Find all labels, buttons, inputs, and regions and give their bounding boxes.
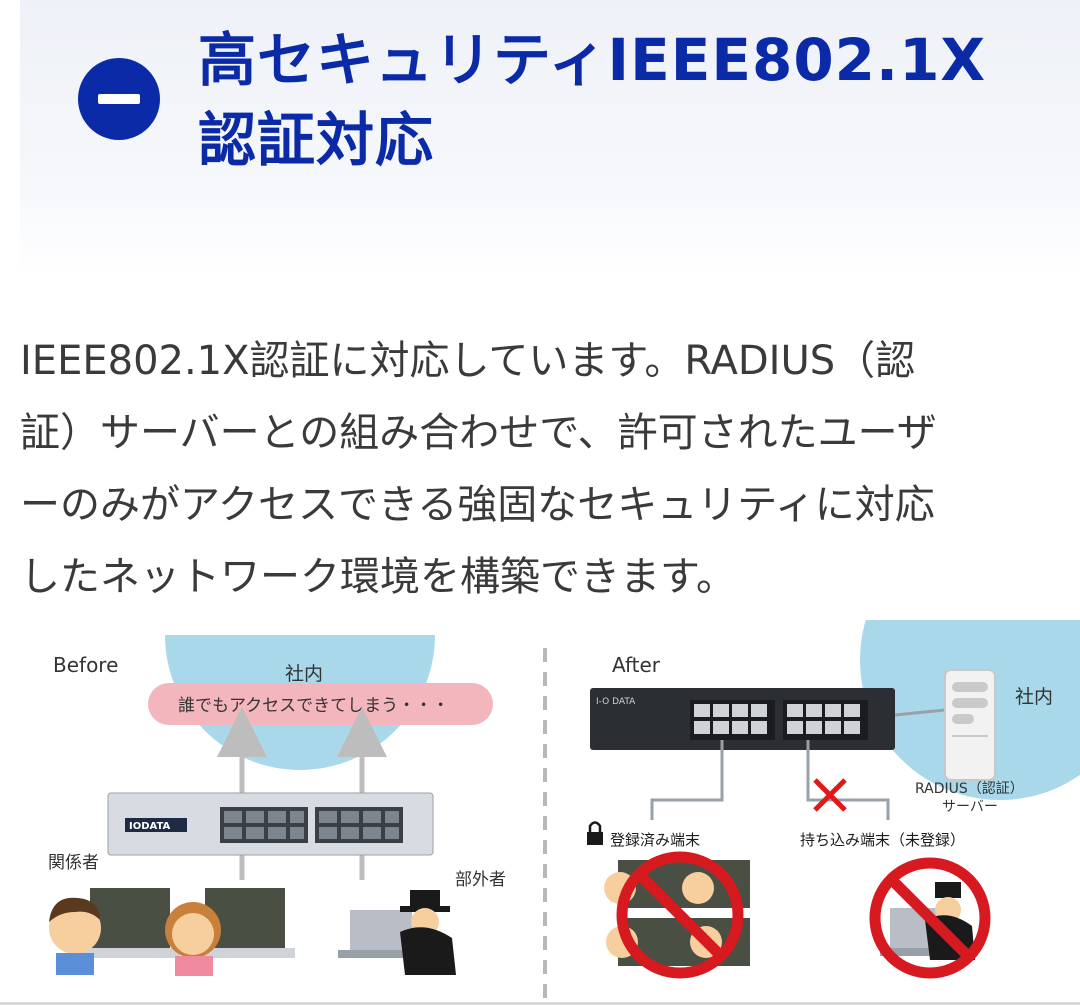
prohibited-icon — [616, 851, 744, 979]
insider-label: 関係者 — [48, 853, 99, 873]
divider — [0, 1002, 1080, 1005]
before-after-diagram: Before 社内 誰でもアクセスできてしまう・・・ IODATA — [0, 620, 1080, 1005]
warning-text: 誰でもアクセスできてしまう・・・ — [178, 696, 449, 716]
switch-brand: IODATA — [129, 821, 171, 832]
section-title-line2: 認証対応 — [198, 106, 435, 174]
insider-person-icon — [165, 888, 295, 976]
outsider-person-icon — [338, 890, 456, 975]
before-zone-label: 社内 — [285, 663, 323, 685]
prohibited-icon — [869, 857, 991, 979]
blocked-x-icon — [813, 778, 847, 812]
lock-icon — [587, 821, 603, 845]
network-switch: IODATA — [107, 792, 434, 856]
section-title: 高セキュリティIEEE802.1X 認証対応 — [198, 20, 1058, 180]
network-cable — [806, 740, 890, 820]
before-panel: Before 社内 誰でもアクセスできてしまう・・・ IODATA — [48, 635, 506, 976]
minus-circle-icon[interactable] — [78, 58, 160, 140]
description-paragraph: IEEE802.1X認証に対応しています。RADIUS（認 証）サーバーとの組み… — [20, 325, 1065, 613]
description-line: 証）サーバーとの組み合わせで、許可されたユーザ — [20, 410, 937, 456]
after-panel: After I-O DATA — [587, 620, 1080, 979]
before-label: Before — [53, 653, 118, 677]
section-header[interactable] — [20, 0, 1080, 275]
radius-server-icon — [944, 669, 996, 781]
insider-person-icon — [49, 888, 180, 975]
after-label: After — [612, 653, 661, 677]
server-label: サーバー — [942, 799, 998, 815]
registered-label: 登録済み端末 — [610, 831, 700, 849]
description-line: ーのみがアクセスできる強固なセキュリティに対応 — [20, 482, 935, 528]
server-label: RADIUS（認証） — [915, 781, 1024, 797]
after-zone-label: 社内 — [1015, 686, 1053, 708]
network-cable — [894, 708, 946, 717]
switch-brand: I-O DATA — [596, 697, 636, 707]
section-title-line1: 高セキュリティIEEE802.1X — [198, 26, 987, 94]
description-line: IEEE802.1X認証に対応しています。RADIUS（認 — [20, 338, 916, 384]
outsider-label: 部外者 — [455, 870, 506, 890]
unregistered-label: 持ち込み端末（未登録） — [800, 831, 965, 849]
diagram-illustration: Before 社内 誰でもアクセスできてしまう・・・ IODATA — [48, 620, 1080, 1000]
description-line: したネットワーク環境を構築できます。 — [20, 554, 736, 600]
network-cable — [650, 740, 724, 820]
network-switch: I-O DATA — [590, 688, 895, 750]
